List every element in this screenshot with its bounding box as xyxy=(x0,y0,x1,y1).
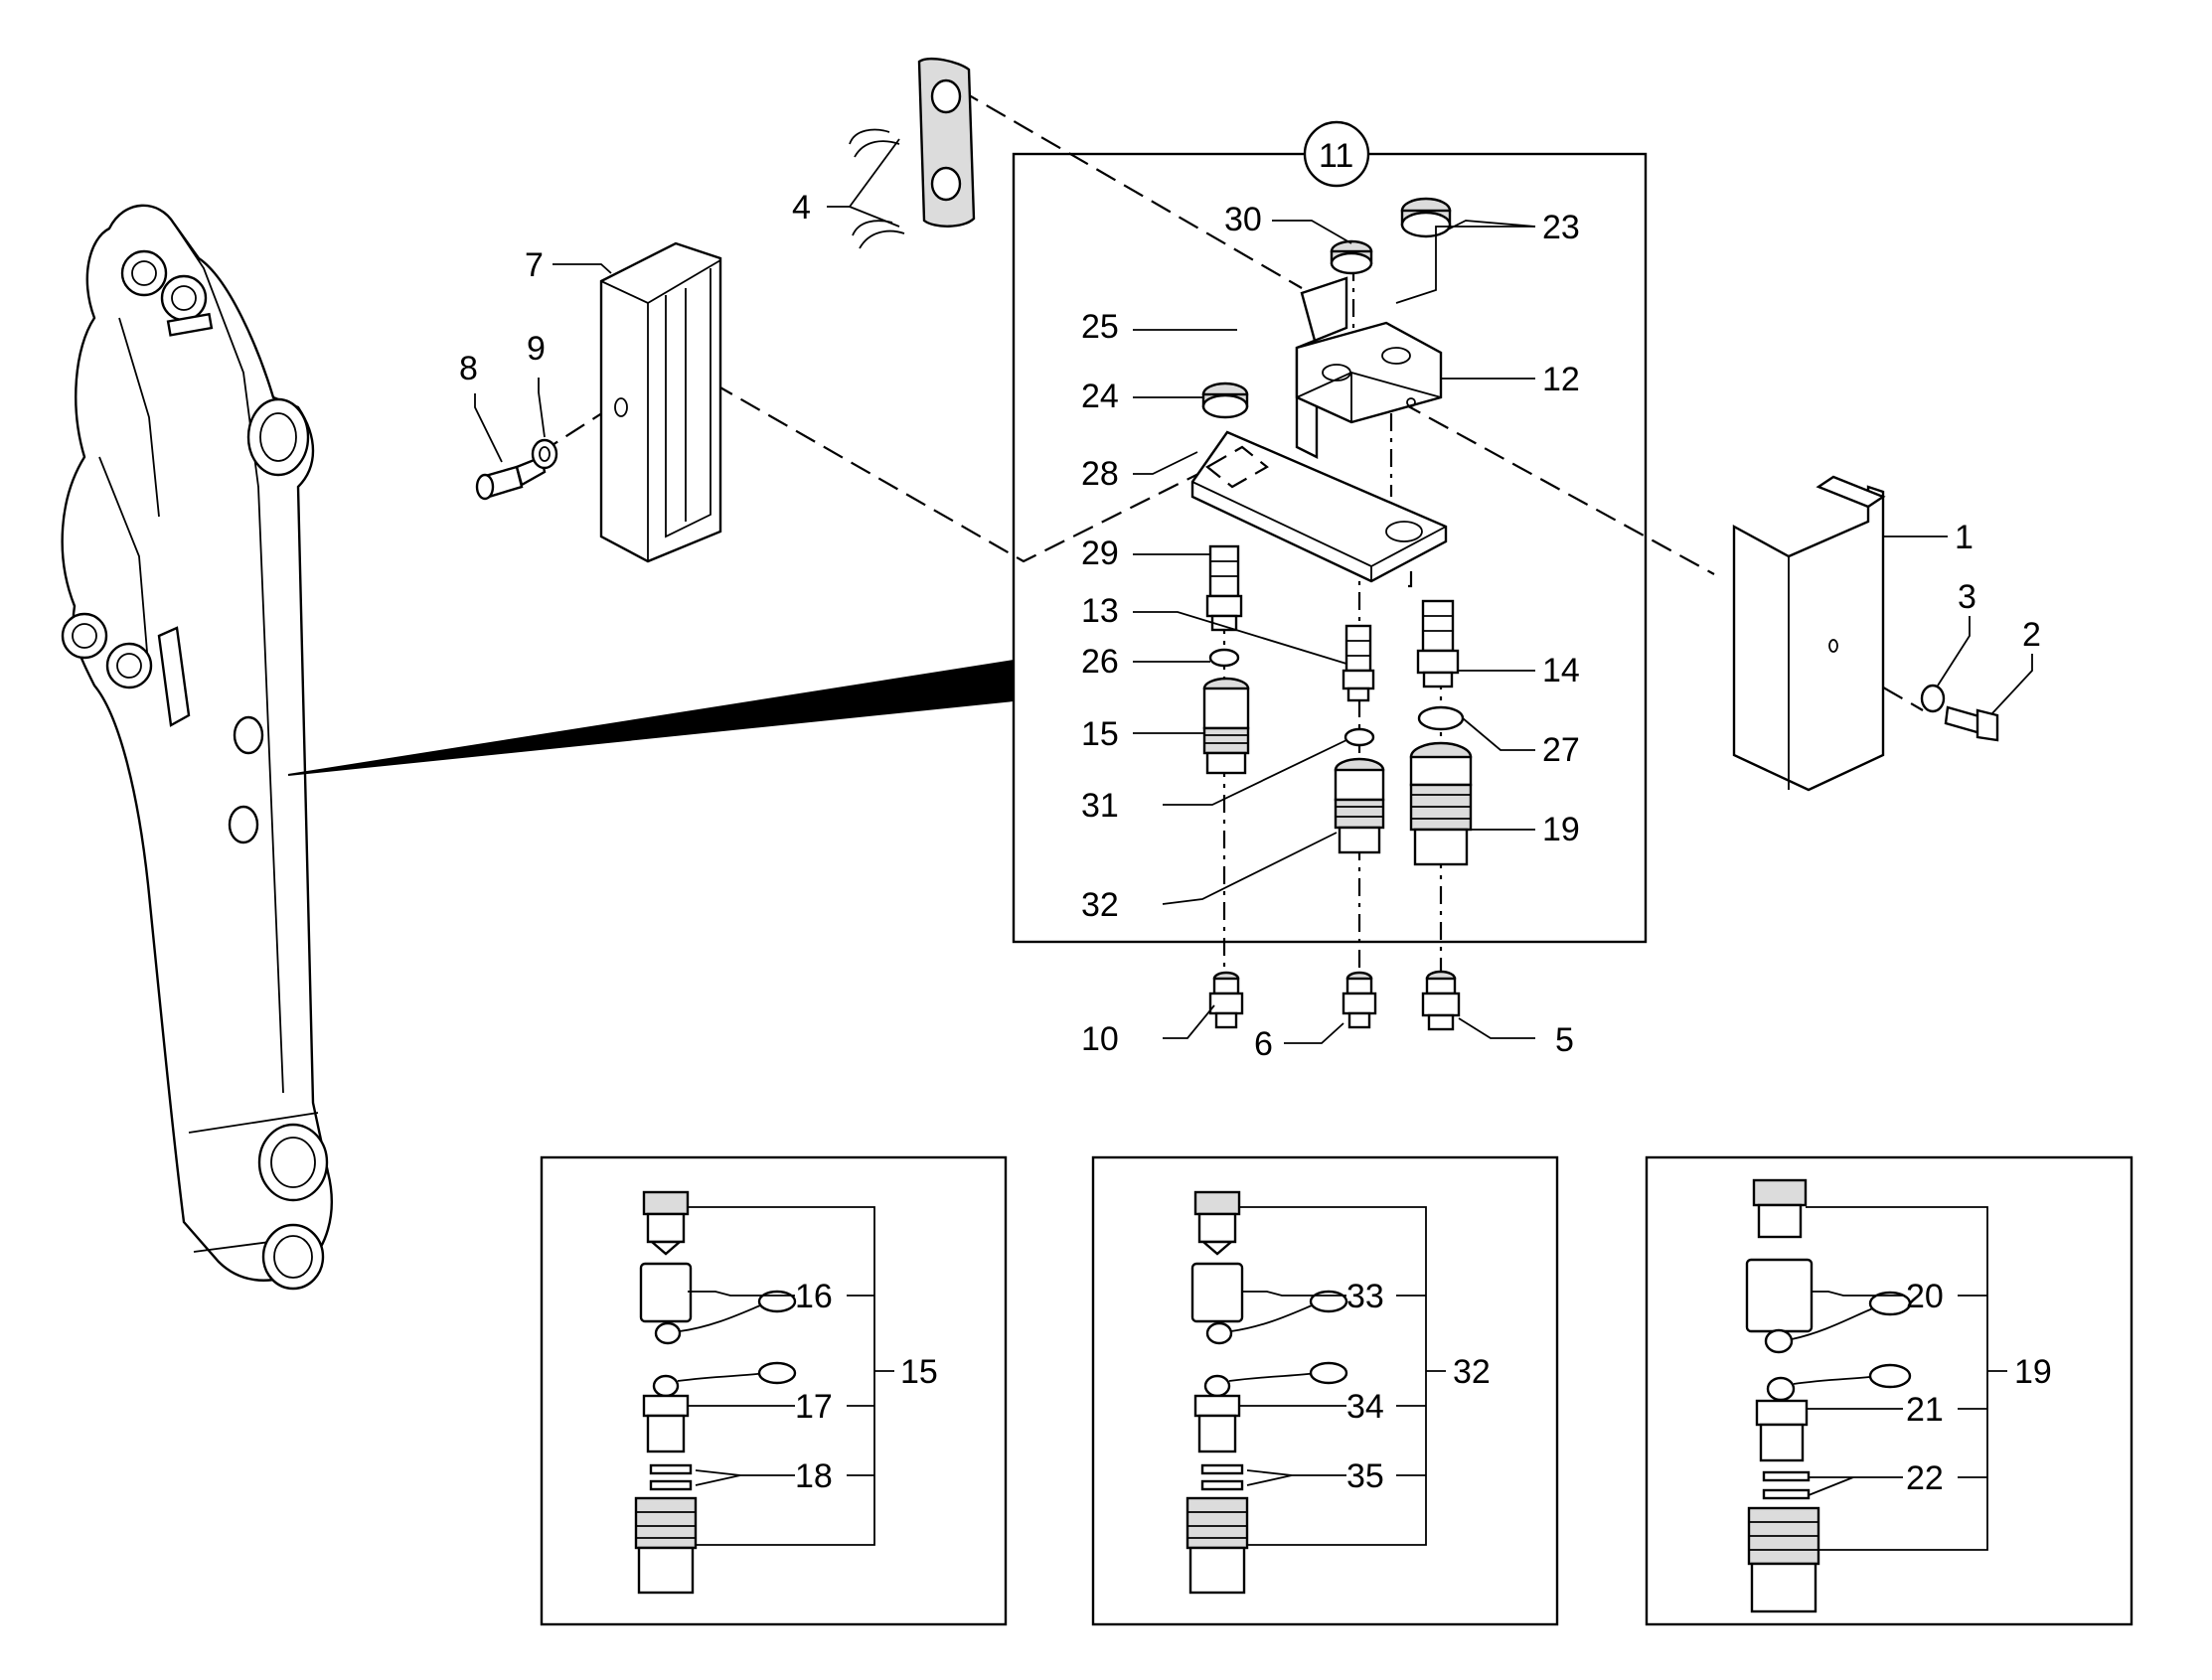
callout-8: 8 xyxy=(459,350,478,387)
callout-35: 35 xyxy=(1346,1457,1384,1495)
detail-box-32 xyxy=(1091,1155,1559,1626)
callout-labels: 4 7 8 9 11 30 23 25 12 24 28 29 13 26 14… xyxy=(459,137,2052,1497)
callout-25: 25 xyxy=(1081,308,1119,346)
part-13-hose-nipple xyxy=(1342,624,1375,702)
callout-31: 31 xyxy=(1081,787,1119,825)
callout-12: 12 xyxy=(1542,361,1580,398)
callout-10: 10 xyxy=(1081,1020,1119,1058)
callout-group-15: 15 xyxy=(900,1353,938,1391)
part-28-mounting-plate xyxy=(1190,430,1448,583)
callout-22: 22 xyxy=(1906,1459,1944,1497)
callout-group-19: 19 xyxy=(2014,1353,2052,1391)
callout-7: 7 xyxy=(525,246,544,284)
part-12-bracket xyxy=(1295,276,1443,459)
callout-34: 34 xyxy=(1346,1388,1384,1426)
part-19-coupling xyxy=(1409,741,1473,866)
callout-20: 20 xyxy=(1906,1278,1944,1315)
callout-18: 18 xyxy=(795,1457,833,1495)
location-pointer-wedge xyxy=(287,659,1015,776)
callout-group-32: 32 xyxy=(1453,1353,1491,1391)
part-8-bolt xyxy=(475,455,547,501)
callout-28: 28 xyxy=(1081,455,1119,493)
part-32-coupling xyxy=(1334,757,1385,854)
part-9-washer xyxy=(531,438,558,470)
callout-15: 15 xyxy=(1081,715,1119,753)
callout-11: 11 xyxy=(1319,137,1353,175)
part-30-nut xyxy=(1330,239,1373,275)
callout-13: 13 xyxy=(1081,592,1119,630)
callout-21: 21 xyxy=(1906,1391,1944,1429)
part-2-bolt xyxy=(1944,705,1999,742)
part-6-adapter xyxy=(1342,971,1377,1029)
callout-14: 14 xyxy=(1542,652,1580,689)
part-27-washer xyxy=(1417,705,1465,731)
callout-29: 29 xyxy=(1081,535,1119,572)
callout-27: 27 xyxy=(1542,731,1580,769)
part-14-hose-nipple xyxy=(1416,599,1460,688)
part-1-channel-bracket xyxy=(1732,475,1886,792)
detail-box-15 xyxy=(540,1155,1008,1626)
callout-leaders xyxy=(474,138,2033,1044)
part-10-adapter xyxy=(1208,971,1244,1029)
callout-32: 32 xyxy=(1081,886,1119,924)
callout-9: 9 xyxy=(527,330,546,368)
callout-2: 2 xyxy=(2022,616,2041,654)
part-24-nut xyxy=(1201,382,1249,419)
callout-5: 5 xyxy=(1555,1021,1574,1059)
detail-box-19 xyxy=(1645,1155,2133,1626)
callout-3: 3 xyxy=(1958,578,1976,616)
callout-33: 33 xyxy=(1346,1278,1384,1315)
part-3-washer xyxy=(1920,684,1946,713)
callout-6: 6 xyxy=(1254,1025,1273,1063)
part-7-channel-bracket xyxy=(599,241,722,563)
callout-17: 17 xyxy=(795,1388,833,1426)
callout-16: 16 xyxy=(795,1278,833,1315)
callout-26: 26 xyxy=(1081,643,1119,681)
part-31-washer xyxy=(1343,727,1375,747)
callout-23: 23 xyxy=(1542,209,1580,246)
callout-1: 1 xyxy=(1955,519,1974,556)
boom-arm xyxy=(61,204,333,1291)
part-4-chain-plate xyxy=(849,57,976,249)
part-29-hose-nipple xyxy=(1205,544,1243,632)
callout-30: 30 xyxy=(1224,201,1262,238)
callout-24: 24 xyxy=(1081,378,1119,415)
part-5-adapter xyxy=(1421,970,1461,1031)
part-23-nut xyxy=(1400,197,1452,238)
part-15-coupling xyxy=(1202,677,1250,775)
callout-4: 4 xyxy=(792,189,811,227)
callout-circle-11 xyxy=(1303,120,1370,188)
part-26-washer xyxy=(1208,648,1240,668)
callout-19: 19 xyxy=(1542,811,1580,848)
